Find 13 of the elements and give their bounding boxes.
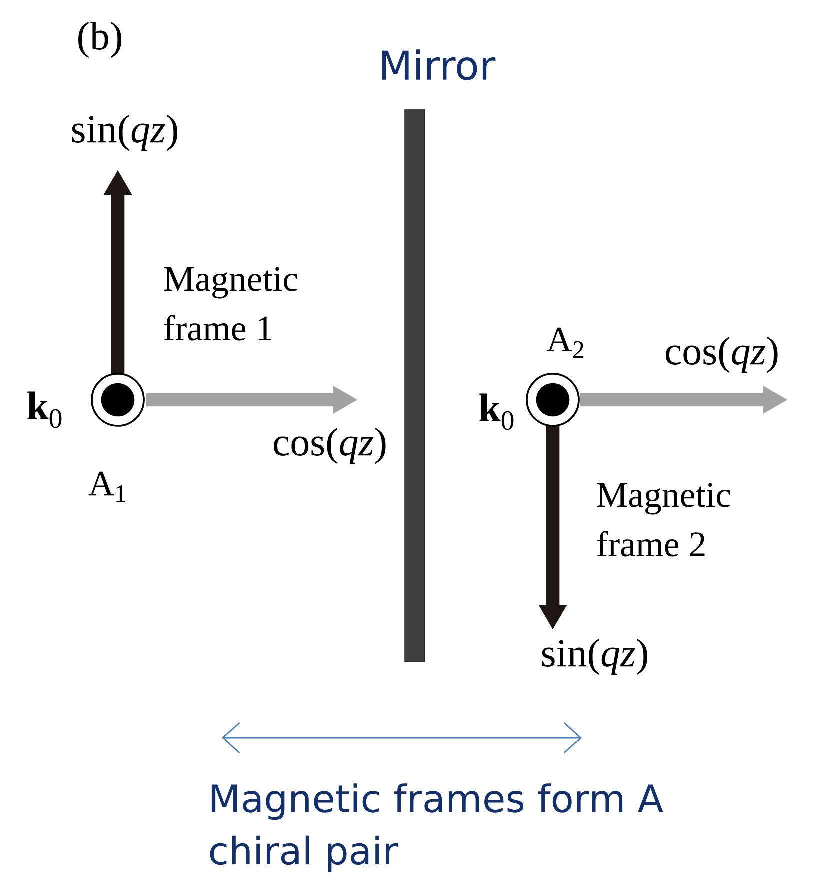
caption: Magnetic frames form A chiral pair <box>210 784 664 872</box>
axis-label: cos(qz) <box>666 336 778 374</box>
axis-label: sin(qz) <box>542 638 648 676</box>
frame-label: Magnetic frame 1 <box>164 267 298 341</box>
wave-vector-label: k$_{0}$ <box>28 392 62 428</box>
axis-label: cos(qz) <box>274 428 386 464</box>
mirror-label: Mirror <box>382 50 496 80</box>
site-label: A$_{2}$ <box>546 328 584 358</box>
frame-label: Magnetic frame 2 <box>597 483 731 557</box>
wave-vector-label: k$_{0}$ <box>480 394 514 430</box>
panel-label: (b) <box>78 22 122 58</box>
site-label: A$_{1}$ <box>88 472 126 502</box>
axis-label: sin(qz) <box>72 114 178 152</box>
